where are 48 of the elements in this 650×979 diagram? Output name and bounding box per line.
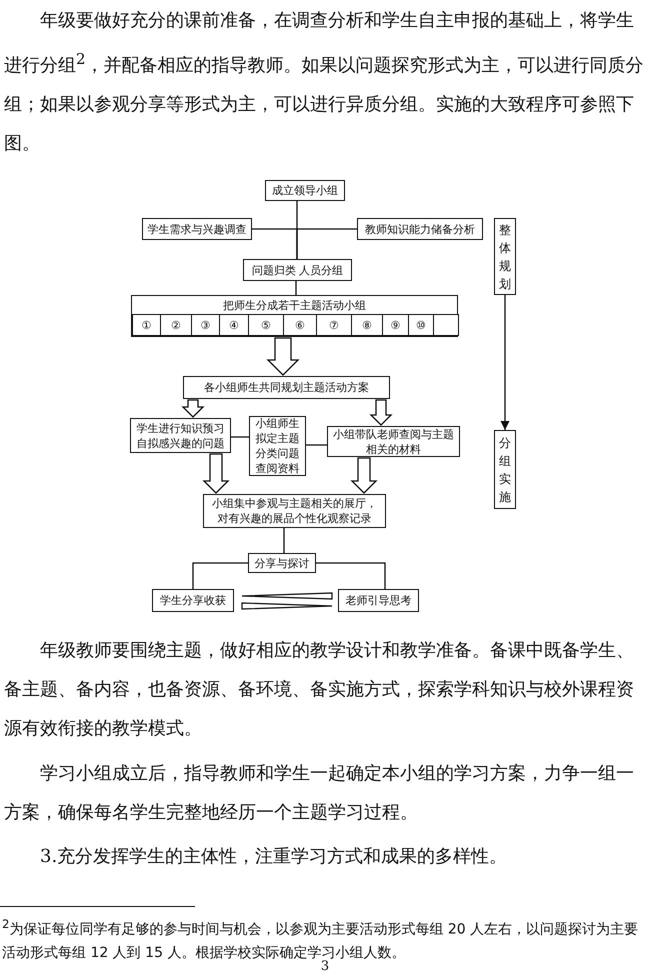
table-cell: ② [160,314,192,336]
arrow [500,295,510,430]
paragraph: 年级要做好充分的课前准备，在调查分析和学生自主申报的基础上，将学生进行分组$^{2}$，并配备相应的指导教师。如果以问题探究形式为主，可以进行同质分组；如果以参观分享等形式为主，可以进行异质分组。实施的大致程序可参照下图。 [4,9,644,156]
process-box: 小组带队老师查阅与主题相关的材料 [327,426,460,457]
table-cell: ⑤ [248,314,284,336]
connector-line [283,528,285,553]
connector-line [306,444,327,446]
connector-line [295,281,297,295]
connector-line [296,228,357,259]
arrow [350,457,378,494]
table-cell: ⑨ [382,314,409,336]
process-box: 分组实施 [494,430,516,509]
page-number: 3 [320,959,330,976]
table-cell: ⑥ [283,314,317,336]
footnote: $^{2}$为保证每位同学有足够的参与时间与机会，以参观为主要活动形式每组 20 人左右，以问题探讨为主要活动形式每组 12 人到 15 人。根据学校实际确定学习小组人数。 [2,916,640,961]
process-box: 小组师生拟定主题分类问题查阅资料 [249,416,306,476]
table-cell: ⑩ [408,314,434,336]
process-box: 问题归类 人员分组 [243,259,352,281]
paragraph: 3.充分发挥学生的主体性，注重学习方式和成果的多样性。 [39,845,508,869]
arrow [369,399,393,426]
connector-line [316,562,386,589]
table-cell: ⑧ [351,314,383,336]
process-box: 小组集中参观与主题相关的展厅，对有兴趣的展品个性化观察记录 [203,494,386,528]
table-cell: ① [132,314,161,336]
table-cell: ③ [191,314,220,336]
connector-line [231,436,249,438]
arrow [202,453,230,494]
process-box: 学生需求与兴趣调查 [142,218,252,240]
paragraph: 学习小组成立后，指导教师和学生一起确定本小组的学习方案，力争一组一方案，确保每名学生完整地经历一个主题学习过程。 [4,762,635,825]
connector-line [192,562,248,589]
paragraph: 年级教师要围绕主题，做好相应的教学设计和教学准备。备课中既备学生、备主题、备内容，也备资源、备环境、备实施方式，探索学科知识与校外课程资源有效衔接的教学模式。 [4,639,635,741]
process-box: 整体规划 [494,218,516,295]
process-box: 各小组师生共同规划主题活动方案 [183,376,390,399]
arrow [266,337,300,376]
process-box [131,295,458,337]
arrow [181,399,205,418]
process-box: 老师引导思考 [338,589,419,612]
arrow [241,602,333,610]
table-cell [433,314,459,336]
process-box: 成立领导小组 [265,180,345,201]
process-box: 学生进行知识预习自拟感兴趣的问题 [130,418,231,453]
process-box: 分享与探讨 [248,553,316,573]
process-box: 教师知识能力储备分析 [357,218,483,240]
arrow [241,592,333,600]
group-title: 把师生分成若干主题活动小组 [222,298,367,313]
table-cell: ⑦ [316,314,352,336]
process-box: 学生分享收获 [152,589,234,612]
table-cell: ④ [219,314,249,336]
